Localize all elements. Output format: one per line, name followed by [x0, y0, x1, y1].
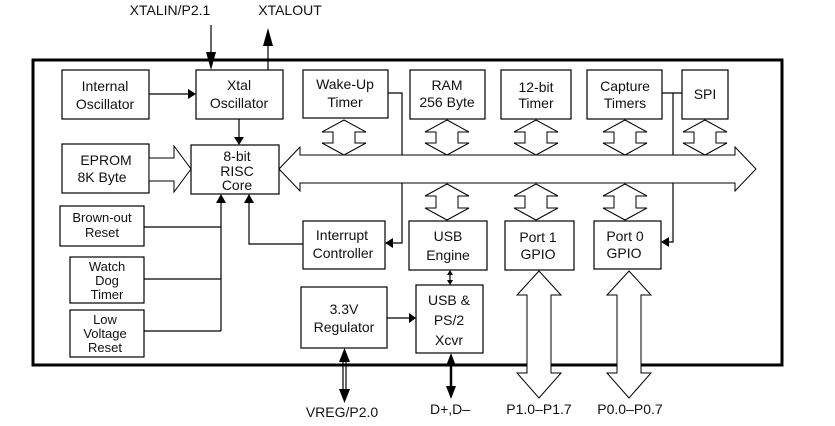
block-label-line: Regulator	[314, 319, 375, 335]
block-label-line: RAM	[431, 77, 462, 93]
block-watchdog-timer: Watch Dog Timer	[69, 256, 145, 304]
block-interrupt-controller: Interrupt Controller	[302, 220, 386, 270]
block-label-line: Brown-out	[72, 210, 132, 225]
block-label-line: Engine	[426, 247, 470, 263]
block-capture-timers: Capture Timers	[586, 69, 663, 120]
arrowhead-icon	[447, 270, 453, 275]
block-label-line: Reset	[85, 225, 119, 240]
arrowhead-icon	[234, 137, 244, 145]
block-low-voltage-reset: Low Voltage Reset	[69, 309, 145, 358]
block-label-line: RISC	[220, 163, 253, 179]
block-label-line: 8K Byte	[77, 169, 126, 185]
block-brownout-reset: Brown-out Reset	[59, 205, 145, 247]
block-label-line: Timer	[327, 94, 363, 110]
pin-label-xtalout: XTALOUT	[258, 2, 322, 18]
block-label-line: Xcvr	[435, 332, 463, 348]
peripheral-bus-connectors	[321, 119, 728, 156]
bus-connector-port1	[513, 183, 559, 221]
block-label-line: Port 0	[606, 228, 644, 244]
bus-connector-port0	[602, 183, 648, 221]
block-usb-engine: USB Engine	[408, 220, 488, 271]
block-label-line: USB	[434, 228, 463, 244]
block-label-line: GPIO	[520, 246, 555, 262]
block-label-line: Interrupt	[316, 227, 368, 243]
block-risc-core: 8-bit RISC Core	[190, 144, 280, 195]
block-wakeup-timer: Wake-Up Timer	[302, 69, 389, 119]
chip-boundary	[31, 58, 784, 367]
block-port0-gpio: Port 0 GPIO	[593, 220, 662, 270]
wire-interrupt-to-core	[248, 200, 303, 245]
block-label-line: 12-bit	[518, 79, 553, 95]
block-3v3-regulator: 3.3V Regulator	[300, 286, 388, 349]
arrowhead-icon	[188, 89, 196, 99]
arrowhead-icon	[385, 238, 393, 248]
block-label-line: Reset	[88, 340, 122, 355]
block-label-line: Wake-Up	[316, 76, 374, 92]
block-label-line: Timer	[91, 287, 124, 302]
block-ram: RAM 256 Byte	[409, 69, 486, 120]
block-label-line: PS/2	[434, 312, 465, 328]
block-label-line: 256 Byte	[419, 94, 474, 110]
block-port1-gpio: Port 1 GPIO	[504, 220, 575, 271]
pin-label-xtalin: XTALIN/P2.1	[130, 2, 211, 18]
block-label-line: 3.3V	[330, 301, 359, 317]
block-label-line: Watch	[89, 259, 125, 274]
wire-capture-to-port0-drop	[668, 93, 674, 243]
bus-connector-capture	[602, 119, 648, 156]
xtalout-arrowhead-icon	[263, 28, 273, 46]
arrowhead-icon	[216, 194, 226, 203]
block-label-line: GPIO	[606, 245, 641, 261]
block-spi: SPI	[681, 69, 729, 120]
block-internal-oscillator: Internal Oscillator	[61, 69, 150, 120]
block-label-line: SPI	[694, 86, 717, 102]
block-label-line: USB &	[428, 292, 471, 308]
arrowhead-icon	[661, 237, 669, 247]
block-label-line: Voltage	[83, 326, 126, 341]
block-xtal-oscillator: Xtal Oscillator	[195, 69, 284, 120]
block-eprom: EPROM 8K Byte	[61, 143, 150, 194]
bus-connector-ram	[424, 119, 470, 156]
block-label-line: Internal	[82, 78, 129, 94]
arrowhead-icon	[244, 194, 254, 203]
pin-label-usb-data: D+,D–	[430, 401, 470, 417]
block-label-line: 8-bit	[223, 148, 250, 164]
block-label-line: Core	[222, 177, 253, 193]
bus-arrow-port0-pins	[605, 270, 653, 399]
pin-label-port0: P0.0–P0.7	[597, 401, 663, 417]
pin-label-vreg: VREG/P2.0	[306, 404, 379, 420]
internal-bus-arrow	[278, 145, 757, 193]
bus-arrow-port1-pins	[515, 270, 563, 399]
block-label-line: Timer	[518, 95, 554, 111]
block-label-line: Low	[93, 312, 117, 327]
block-label-line: Oscillator	[210, 95, 269, 111]
block-label-line: Port 1	[519, 229, 557, 245]
block-label-line: Oscillator	[76, 96, 135, 112]
block-label-line: Controller	[313, 245, 374, 261]
block-label-line: Capture	[600, 78, 650, 94]
bus-arrow-eprom-to-core	[148, 144, 192, 194]
xtalin-arrowhead-icon	[206, 52, 216, 70]
bus-connector-wakeup	[321, 119, 367, 156]
lower-bus-connectors	[424, 183, 648, 221]
block-label-line: Dog	[95, 273, 119, 288]
block-12bit-timer: 12-bit Timer	[500, 69, 572, 120]
pin-label-port1: P1.0–P1.7	[506, 401, 572, 417]
bus-connector-usb-engine	[424, 183, 470, 221]
block-label-line: EPROM	[80, 152, 131, 168]
block-usb-ps2-xcvr: USB & PS/2 Xcvr	[415, 284, 484, 354]
block-label-line: Timers	[604, 95, 646, 111]
arrowhead-icon	[447, 280, 453, 285]
arrowhead-icon	[446, 386, 456, 399]
bus-connector-timer12	[513, 119, 559, 156]
arrowhead-icon	[339, 348, 350, 362]
block-label-line: Xtal	[227, 77, 251, 93]
arrowhead-icon	[339, 389, 350, 403]
arrowhead-icon	[409, 313, 416, 323]
arrowhead-icon	[446, 353, 456, 366]
bus-connector-spi	[682, 119, 728, 156]
